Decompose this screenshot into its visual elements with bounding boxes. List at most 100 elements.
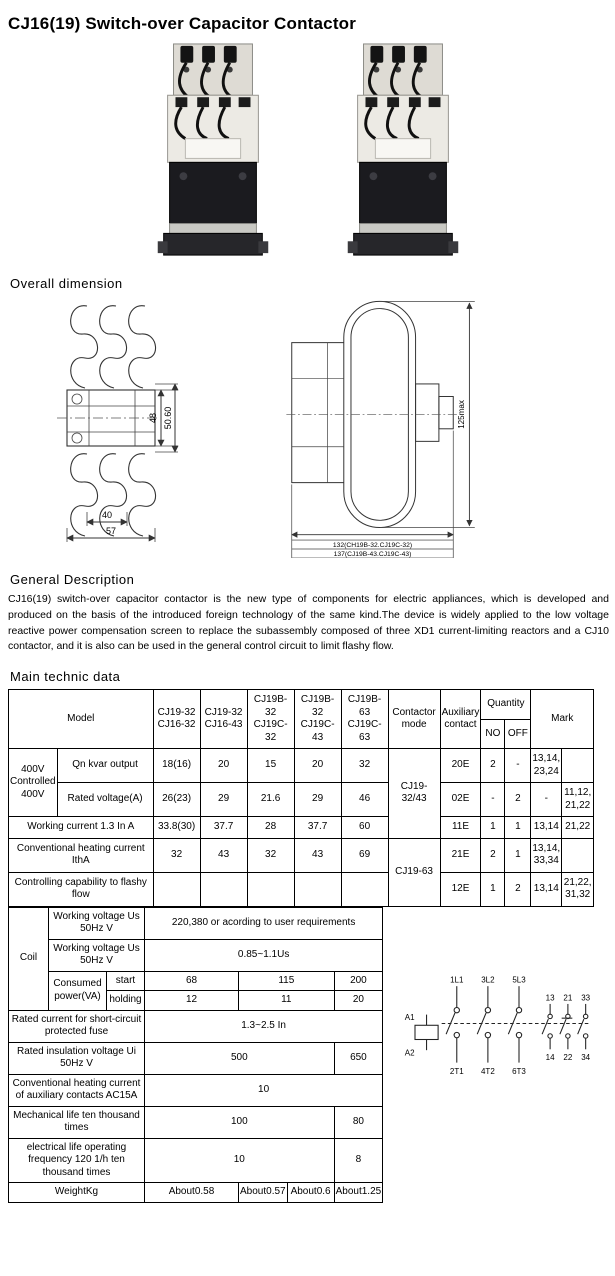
row-label: Conventional heating current IthA [8, 837, 154, 873]
table-cell: 20 [333, 990, 384, 1011]
table-cell [152, 871, 201, 907]
main-pole-3: 5L3 6T3 [508, 975, 527, 1076]
table-cell: 29 [293, 782, 342, 817]
table-cell: 1 [504, 837, 532, 873]
row-label: Qn kvar output [56, 748, 154, 783]
table-cell: 100 [144, 1105, 335, 1139]
table-cell: 12 [144, 990, 239, 1011]
row-controlling-capability: Controlling capability to flashy flow 12… [8, 871, 595, 907]
table-cell: 2 [480, 748, 506, 783]
table-cell: 200 [333, 970, 384, 991]
table-cell: About0.58 [144, 1182, 239, 1203]
table-cell [246, 871, 295, 907]
table-cell: 13,14 [530, 871, 563, 907]
svg-text:2T1: 2T1 [450, 1067, 464, 1076]
svg-text:6T3: 6T3 [512, 1067, 526, 1076]
table-cell: 21E [439, 837, 482, 873]
table-cell: 02E [439, 782, 482, 817]
lower-section: Coil Working voltage Us 50Hz V 220,380 o… [0, 906, 615, 1203]
table-cell [199, 871, 248, 907]
table-cell: 43 [293, 837, 342, 873]
table-cell: 13,14, 23,24 [530, 748, 563, 783]
table-cell: 1 [504, 816, 532, 839]
row-working-voltage-1: Coil Working voltage Us 50Hz V 220,380 o… [8, 906, 384, 1011]
description-paragraph: CJ16(19) switch-over capacitor contactor… [8, 593, 609, 653]
table-cell: 21,22, 31,32 [561, 871, 595, 907]
row-label: Working voltage Us 50Hz V [48, 938, 145, 972]
table-cell: 1 [480, 816, 506, 839]
table-cell: 32 [152, 837, 201, 873]
row-label: Working current 1.3 In A [8, 816, 154, 839]
table-cell: 18(16) [152, 748, 201, 783]
table-cell: 1.3~2.5 In [143, 1009, 384, 1043]
svg-text:4T2: 4T2 [481, 1067, 495, 1076]
header-quantity-no: NO [480, 718, 506, 749]
aux-contact-21-22: 21 22 [559, 993, 573, 1061]
header-mark: Mark [530, 689, 595, 749]
table-cell: About0.57 [238, 1182, 288, 1203]
table-cell: 20E [439, 748, 482, 783]
row-sublabel-holding: holding [106, 990, 145, 1011]
table-cell: 46 [340, 782, 389, 817]
table-cell: 220,380 or acording to user requirements [143, 906, 384, 940]
svg-text:1L1: 1L1 [450, 975, 464, 984]
dim-137-label: 137(CJ19B-43.CJ19C-43) [334, 551, 412, 558]
contactor-mode-cell-2: CJ19-63 [387, 837, 441, 907]
table-cell: 43 [199, 837, 248, 873]
table-cell: 13,14, 33,34 [530, 837, 563, 873]
table-cell [561, 837, 595, 873]
table-cell: 2 [480, 837, 506, 873]
table-cell [340, 871, 389, 907]
svg-text:13: 13 [546, 993, 555, 1002]
row-working-current: Working current 1.3 In A 33.8(30) 37.7 2… [8, 816, 595, 839]
table-cell: 26(23) [152, 782, 201, 817]
table-cell: 28 [246, 816, 295, 839]
table-cell: 0.85~1.1Us [143, 938, 384, 972]
table-cell: 21,22 [561, 816, 595, 839]
header-quantity: Quantity [480, 689, 532, 720]
row-label: Controlling capability to flashy flow [8, 871, 154, 907]
table-cell: 20 [199, 748, 248, 783]
product-photo-right [347, 43, 459, 256]
table-cell: - [530, 782, 563, 817]
product-photo-left [157, 43, 269, 256]
table-cell: 33.8(30) [152, 816, 201, 839]
svg-text:5L3: 5L3 [513, 975, 527, 984]
dimension-drawing-side: 125max 132(CH19B-32.CJ19C-32) 137(CJ19B-… [286, 300, 475, 558]
table-cell: About0.6 [286, 1182, 335, 1203]
row-conventional-heating: Conventional heating current IthA 32 43 … [8, 837, 595, 907]
overall-dimension-heading: Overall dimension [10, 276, 123, 291]
svg-text:14: 14 [546, 1052, 555, 1061]
table-cell: About1.25 [333, 1182, 384, 1203]
header-auxiliary-contact: Auxiliary contact [439, 689, 482, 749]
row-label: Rated current for short-circuit protecte… [8, 1009, 145, 1043]
row-insulation-voltage: Rated insulation voltage Ui 50Hz V 500 6… [8, 1041, 384, 1075]
table-cell: 21.6 [246, 782, 295, 817]
row-consumed-power-holding: holding 12 11 20 [9, 990, 384, 1011]
row-label: electrical life operating frequency 120 … [8, 1137, 145, 1183]
row-aux-heating: Conventional heating current of auxiliar… [8, 1073, 384, 1107]
coil-terminal-a1: A1 [405, 1012, 415, 1021]
table-cell: 11E [439, 816, 482, 839]
dim-132-label: 132(CH19B-32.CJ19C-32) [333, 542, 412, 549]
row-label: Rated insulation voltage Ui 50Hz V [8, 1041, 145, 1075]
dimension-drawings: 48 50.60 40 57 [55, 296, 615, 558]
table-cell: 500 [144, 1041, 335, 1075]
header-model: Model [8, 689, 154, 749]
svg-text:22: 22 [564, 1052, 573, 1061]
dim-57-label: 57 [106, 526, 116, 536]
header-quantity-off: OFF [504, 718, 532, 749]
row-label: Conventional heating current of auxiliar… [8, 1073, 145, 1107]
aux-contact-33-34: 33 34 [577, 993, 591, 1061]
svg-text:34: 34 [581, 1052, 590, 1061]
row-label: Working voltage Us 50Hz V [48, 906, 145, 940]
header-row-2: NO OFF [9, 718, 594, 749]
row-label: Rated voltage(A) [56, 782, 154, 817]
main-technic-data-heading: Main technic data [10, 669, 121, 684]
table-cell: 10 [144, 1137, 335, 1183]
svg-text:3L2: 3L2 [481, 975, 495, 984]
